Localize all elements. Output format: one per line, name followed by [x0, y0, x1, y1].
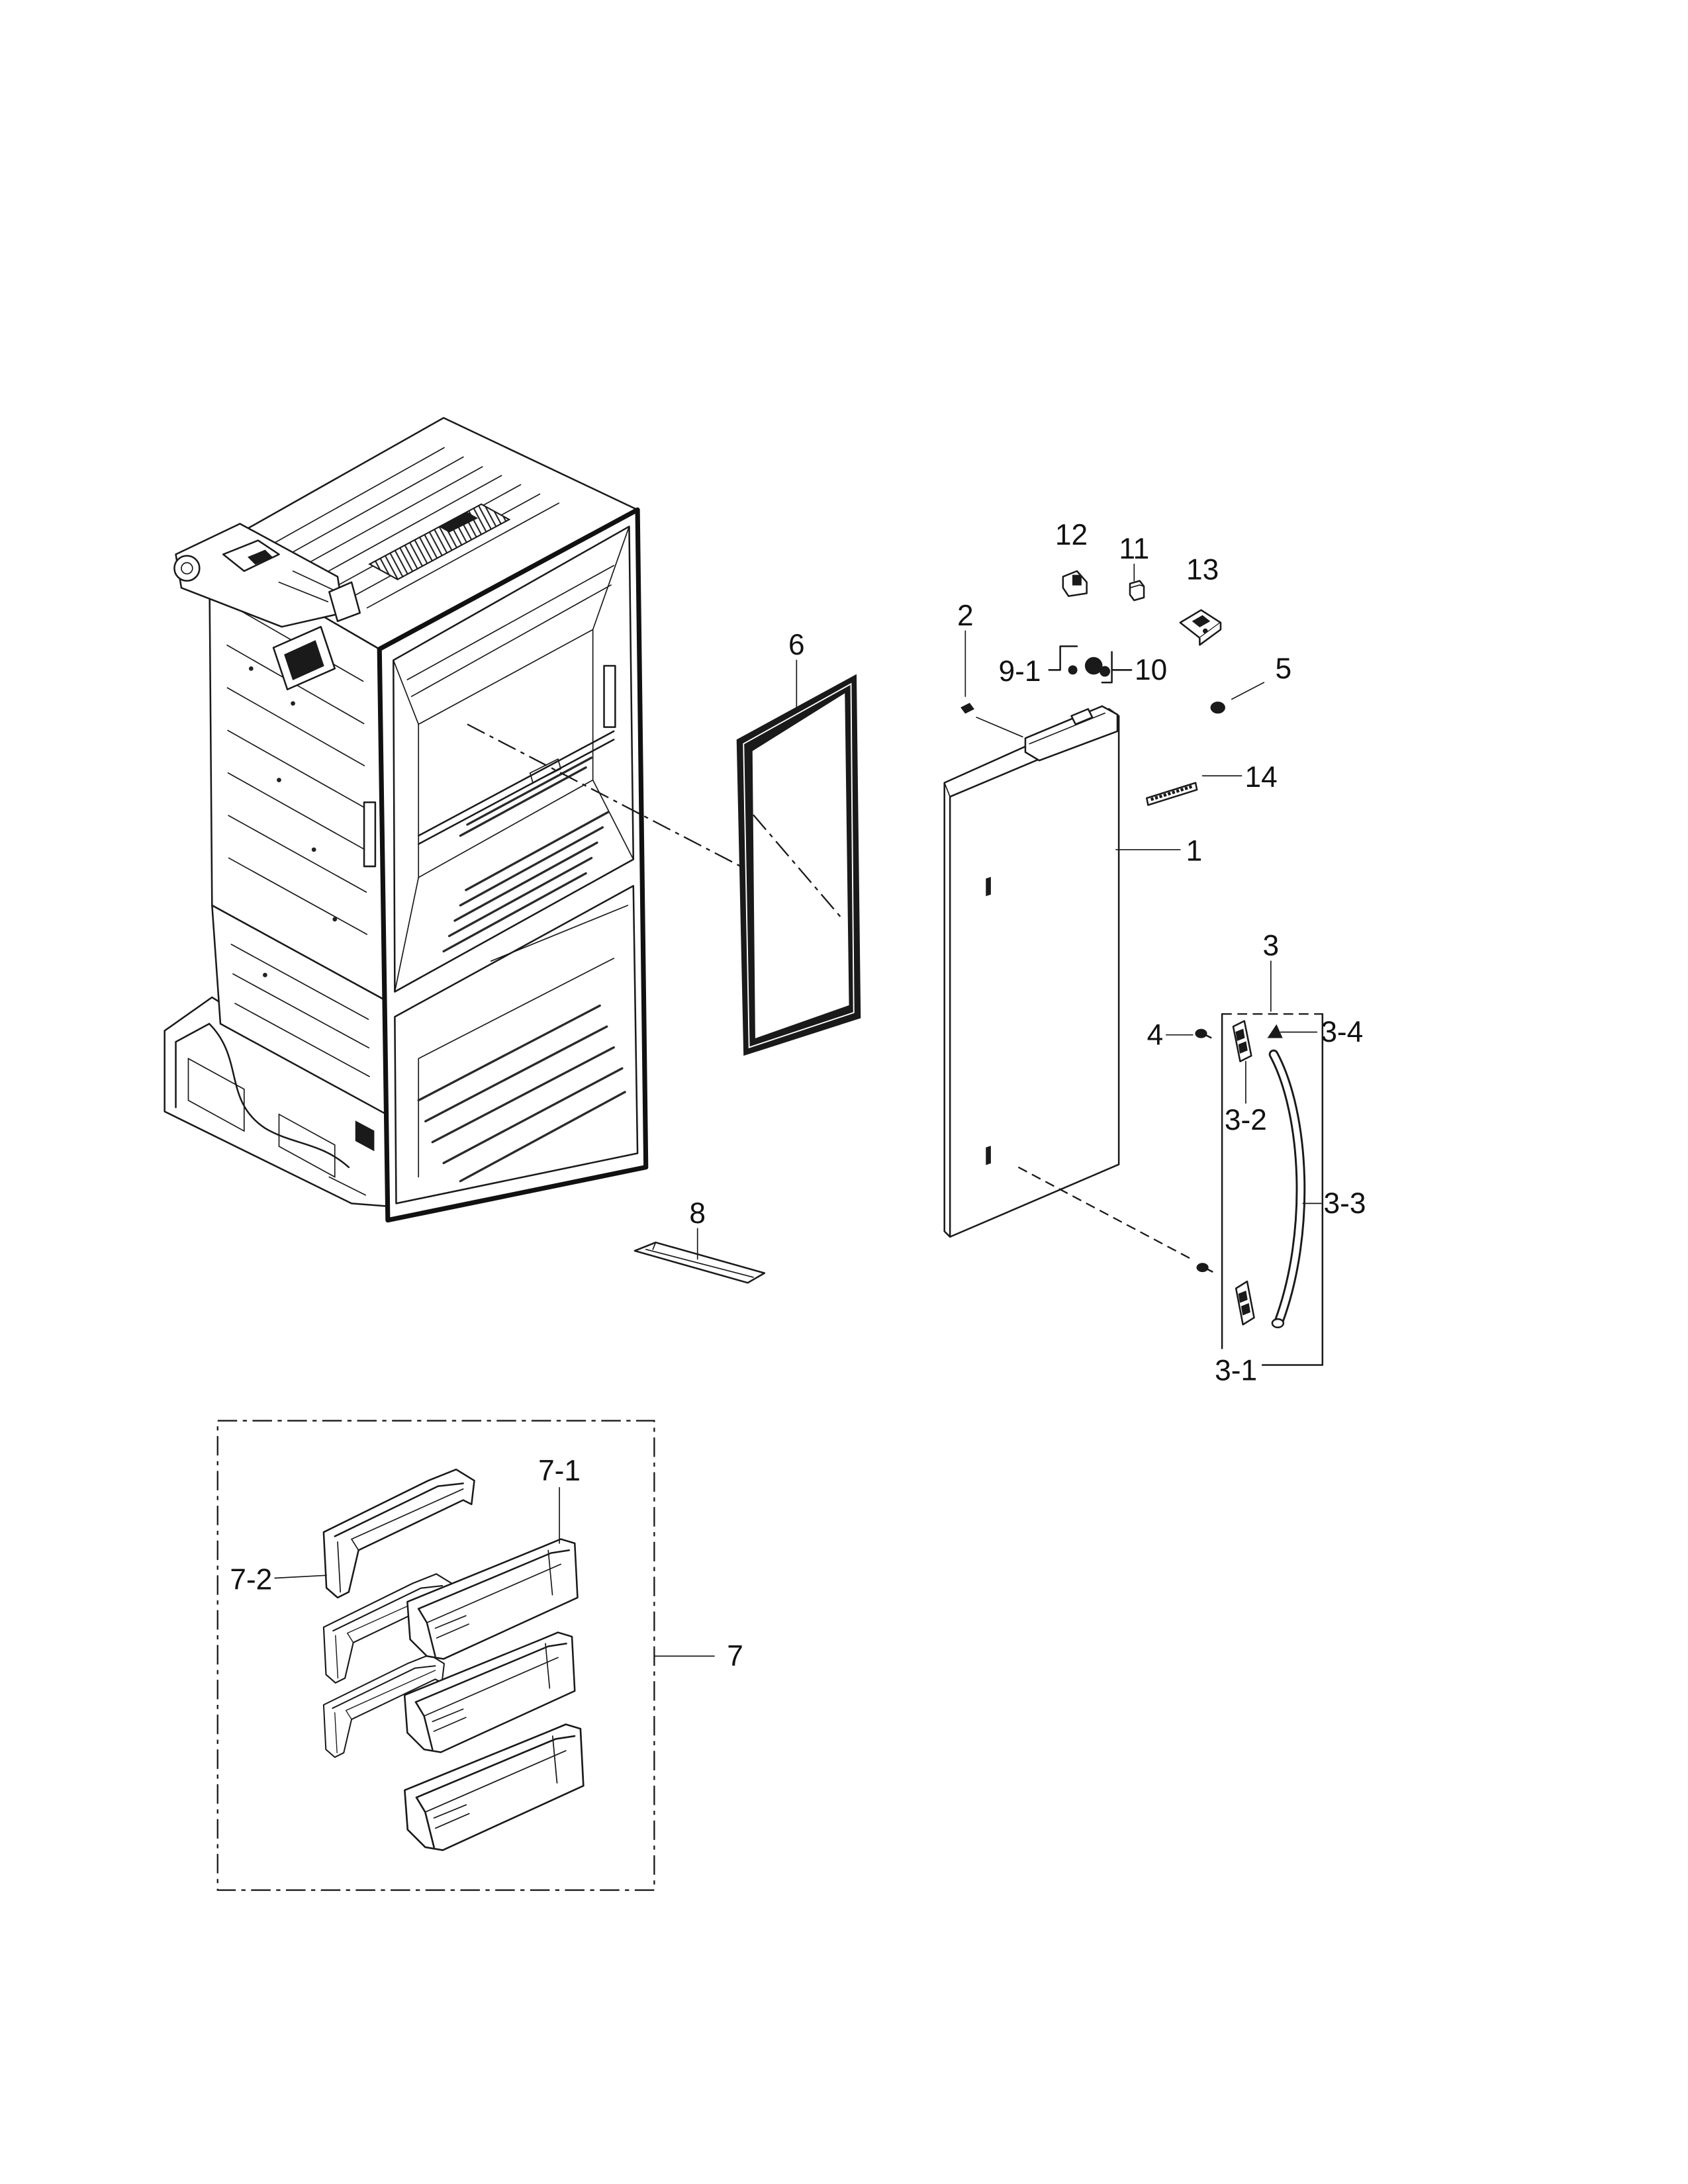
top-vent-cap — [438, 512, 479, 533]
part-8 — [633, 1242, 766, 1284]
part-10 — [1084, 657, 1111, 677]
callout-10: 10 — [1135, 654, 1167, 686]
side-ribs — [226, 602, 370, 1077]
callout-5: 5 — [1276, 653, 1292, 685]
machine-compartment — [164, 996, 389, 1207]
part-13 — [1179, 609, 1222, 646]
upper-interior — [393, 525, 634, 993]
callout-3-4: 3-4 — [1321, 1016, 1363, 1048]
part-4-screw — [1195, 1028, 1212, 1039]
assembly-line-handle-screw — [1017, 1166, 1195, 1261]
part-9-1-10-bracket — [1048, 645, 1133, 684]
door-gasket — [736, 674, 861, 1056]
part-3-2-upper-bracket — [1232, 1020, 1252, 1062]
leader-lines — [274, 563, 1322, 1657]
part-4-screw-lower — [1196, 1263, 1213, 1273]
callout-7-2: 7-2 — [230, 1563, 272, 1596]
lower-opening — [394, 885, 639, 1205]
callout-8: 8 — [689, 1197, 706, 1230]
part-3-4 — [1267, 1024, 1283, 1038]
bin-set-box — [216, 1420, 655, 1891]
callout-3-1: 3-1 — [1215, 1355, 1257, 1387]
callout-2: 2 — [957, 600, 974, 632]
door — [943, 705, 1120, 1238]
part-7-2-guard-1 — [322, 1469, 475, 1599]
part-5 — [1210, 702, 1225, 714]
callout-13: 13 — [1186, 554, 1219, 586]
callout-7: 7 — [727, 1640, 743, 1672]
callout-9-1: 9-1 — [999, 655, 1041, 688]
callout-11: 11 — [1119, 533, 1149, 565]
lower-interior — [417, 905, 629, 1183]
part-2-link — [976, 717, 1023, 738]
handle-assembly — [1195, 1013, 1324, 1366]
part-11 — [1129, 580, 1145, 602]
part-3-3-handle — [1268, 1049, 1306, 1328]
callout-4: 4 — [1147, 1019, 1164, 1051]
callout-6: 6 — [788, 629, 805, 661]
callout-labels: 12 11 13 2 6 9-1 10 5 14 1 3 4 3-4 3-2 3… — [230, 519, 1366, 1672]
callout-3-3: 3-3 — [1324, 1187, 1366, 1220]
callout-12: 12 — [1055, 519, 1088, 551]
hinge-mark-bottom — [986, 1146, 991, 1165]
part-2 — [961, 703, 974, 714]
callout-7-1: 7-1 — [538, 1455, 581, 1487]
part-9-1 — [1068, 665, 1078, 675]
door-cap — [1024, 705, 1119, 762]
assembly-line-gasket-inner — [753, 814, 843, 920]
callout-3: 3 — [1263, 930, 1280, 962]
front-frame — [377, 507, 649, 1223]
part-12 — [1062, 570, 1088, 598]
part-3-1-lower-bracket — [1235, 1280, 1255, 1326]
callout-14: 14 — [1244, 761, 1277, 794]
callout-1: 1 — [1186, 835, 1203, 868]
part-14 — [1146, 782, 1198, 806]
top-assembly — [173, 523, 361, 691]
side-slot — [363, 801, 377, 868]
handle-assembly-box-right — [1261, 1013, 1324, 1366]
callout-3-2: 3-2 — [1225, 1104, 1267, 1136]
hinge-mark-top — [986, 877, 991, 897]
refrigerator-cabinet — [164, 417, 649, 1223]
